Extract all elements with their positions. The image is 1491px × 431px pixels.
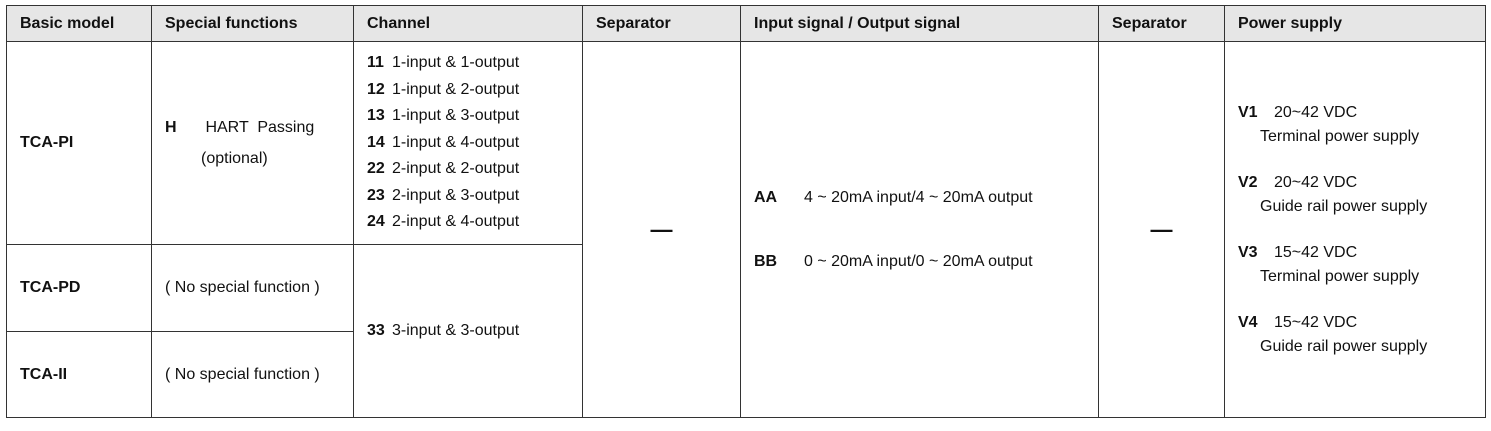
hart-optional: (optional) [201,149,268,167]
header-row: Basic model Special functions Channel Se… [6,5,1486,42]
model-tca-pd: TCA-PD [6,244,152,332]
hart-code: H [165,118,177,136]
table-row: TCA-II ( No special function ) [6,331,1486,418]
header-special-functions: Special functions [151,5,354,42]
header-basic-model: Basic model [6,5,152,42]
separator-cell-2: — [1098,41,1225,418]
model-selection-table: Basic model Special functions Channel Se… [6,5,1486,418]
header-power-supply: Power supply [1224,5,1486,42]
header-channel: Channel [353,5,583,42]
header-separator-2: Separator [1098,5,1225,42]
separator-cell: — [582,41,741,418]
special-none: ( No special function ) [151,244,354,332]
header-separator: Separator [582,5,741,42]
special-hart-cell: H HART Passing (optional) [151,41,354,245]
model-tca-ii: TCA-II [6,331,152,418]
special-none-2: ( No special function ) [151,331,354,418]
special-hart-line: H HART Passing [165,119,353,137]
hart-text: HART Passing [205,118,315,136]
header-io-signal: Input signal / Output signal [740,5,1099,42]
model-tca-pi: TCA-PI [6,41,152,245]
